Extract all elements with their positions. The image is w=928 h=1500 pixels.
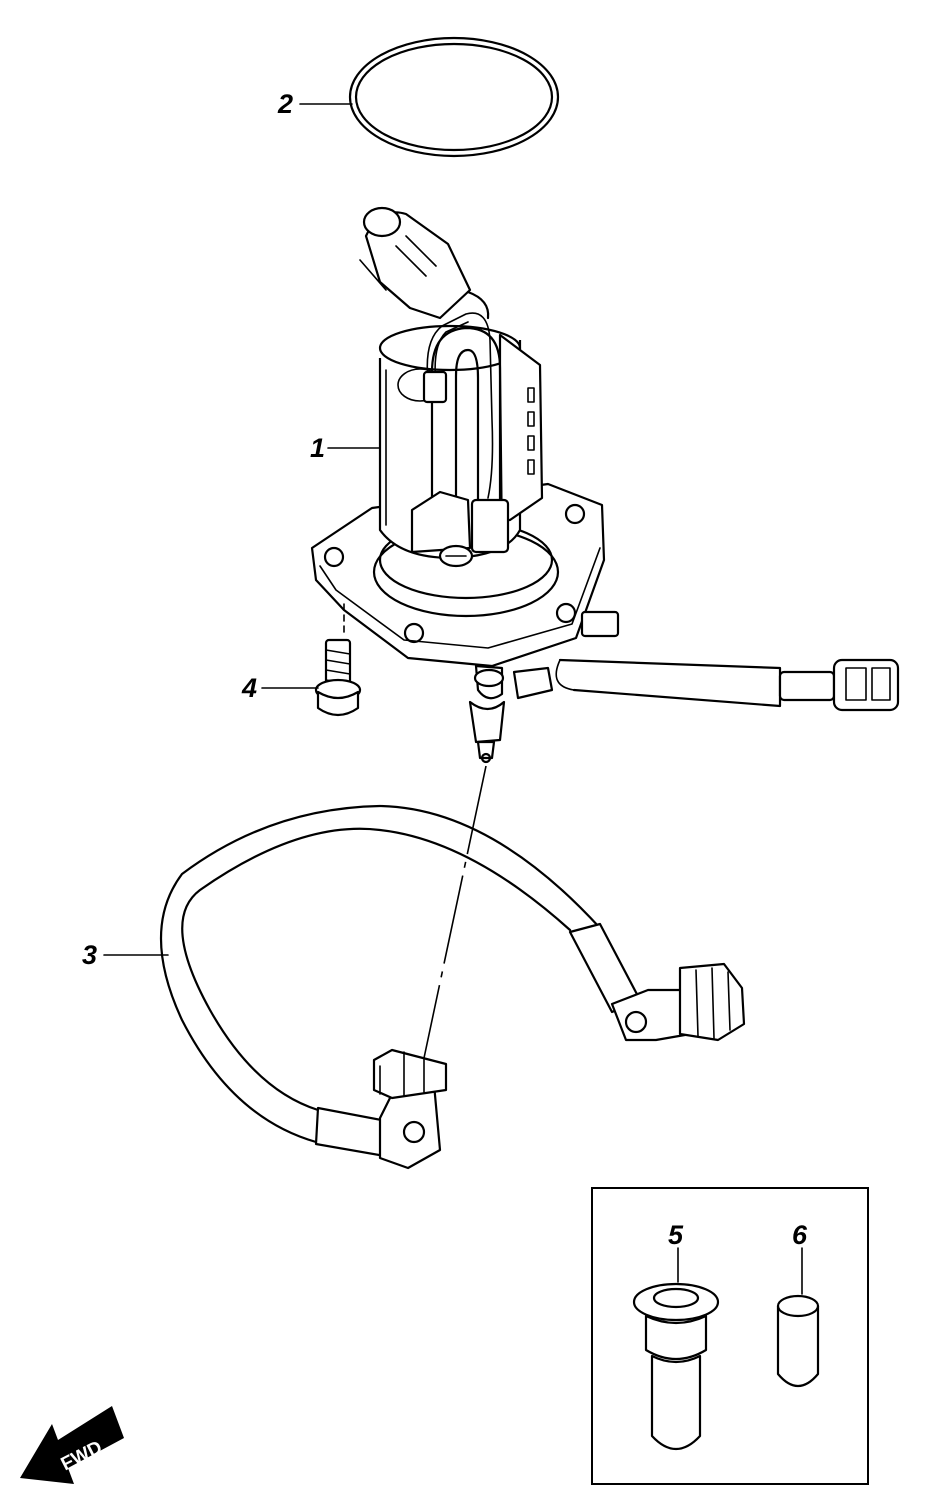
callout-1[interactable]: 1 (310, 433, 325, 463)
fwd-arrow-icon: FWD (20, 1406, 124, 1484)
callout-4[interactable]: 4 (241, 673, 257, 703)
callout-2[interactable]: 2 (277, 89, 293, 119)
callout-3[interactable]: 3 (82, 940, 97, 970)
callout-6[interactable]: 6 (792, 1220, 808, 1250)
connector-cap[interactable] (632, 1282, 720, 1451)
hose-cap[interactable] (776, 1294, 820, 1388)
assembly-line (423, 765, 487, 1059)
callout-5[interactable]: 5 (668, 1220, 684, 1250)
fuel-pump-assembly[interactable] (310, 206, 900, 764)
optional-parts-frame (591, 1187, 869, 1485)
flange-bolt[interactable] (314, 638, 362, 717)
o-ring[interactable] (348, 36, 560, 158)
fuel-hose[interactable] (160, 804, 746, 1170)
